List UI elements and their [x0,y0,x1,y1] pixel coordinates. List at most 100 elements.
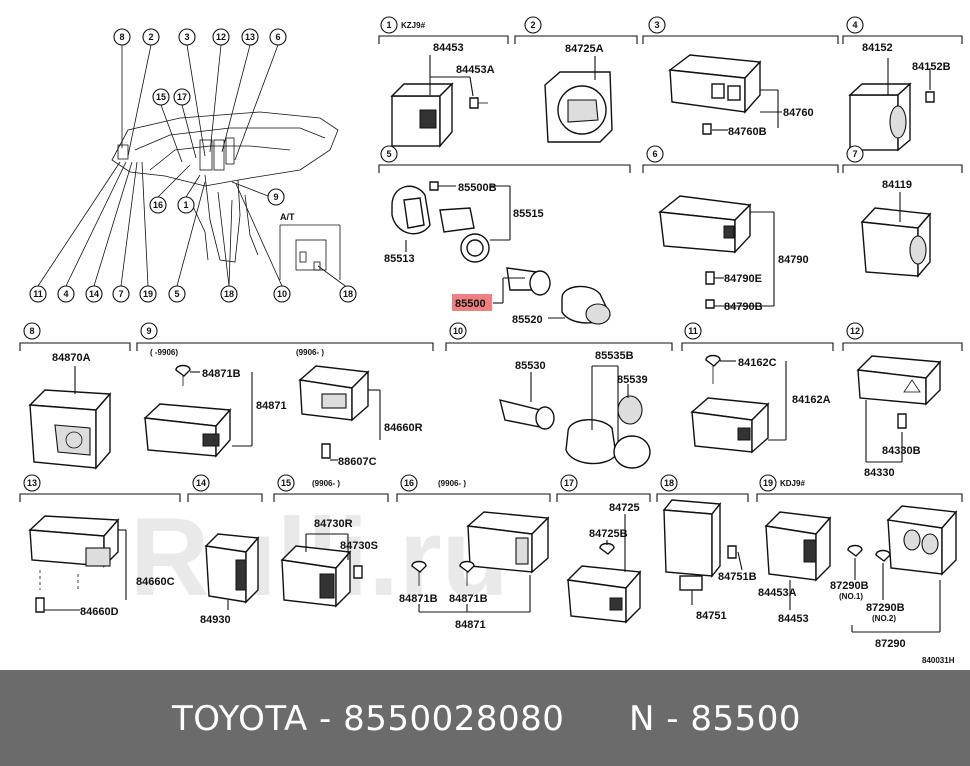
section-note: (9906- ) [312,479,340,488]
section-16: 16 (9906- ) 84871B 84871B 84871 [396,474,551,631]
section-note: (9906- ) [296,348,324,357]
callout: 18 [224,289,234,299]
section-17: 17 84725 84725B [556,474,651,624]
section-number: 10 [453,326,463,336]
section-number: 16 [404,478,414,488]
callout: 1 [183,200,188,210]
part-label: 84871 [256,400,287,412]
part-label: 84725A [565,43,604,55]
callout: 5 [174,289,179,299]
section-14: 14 84930 [187,474,263,626]
callout: 7 [118,289,123,299]
section-11: 11 84162C 84162A [681,322,834,454]
footer-bar: TOYOTA - 8550028080 N - 85500 [0,670,970,766]
part-label: 84870A [52,352,91,364]
part-label: 87290 [875,638,906,650]
section-1: 1 KZJ9# 84453 84453A [378,16,509,148]
overview-callouts: 8 2 3 12 13 6 15 17 16 1 9 11 4 14 7 19 … [29,28,357,303]
section-number: 14 [196,478,206,488]
section-number: 8 [29,326,34,336]
part-label: 88607C [338,456,377,468]
part-label: 84751 [696,610,727,622]
callout: 6 [275,32,280,42]
part-label: 84453A [758,587,797,599]
diagram-code: 840031H [922,656,955,665]
section-number: 12 [850,326,860,336]
part-label: 84730S [340,540,378,552]
section-number: 18 [664,478,674,488]
section-8: 8 84870A [19,322,131,470]
callout: 10 [277,289,287,299]
part-label: 85515 [513,208,544,220]
part-label: 84871B [399,593,438,605]
section-number: 9 [146,326,151,336]
part-label: 84660C [136,576,175,588]
part-label: 84330B [882,445,921,457]
part-note: (NO.1) [839,592,863,601]
section-number: 11 [688,326,698,336]
section-number: 2 [530,20,535,30]
callout: 14 [89,289,99,299]
callout: 11 [33,289,43,299]
section-number: 6 [652,149,657,159]
callout: 16 [153,200,163,210]
part-label: 84725 [609,502,640,514]
part-label: 85539 [617,374,648,386]
part-label: 84162A [792,394,831,406]
section-note: KZJ9# [401,21,426,30]
section-12: 12 84330B 84330 [842,322,963,479]
part-label: 84453 [778,613,809,625]
part-label: 84330 [864,467,895,479]
callout: 18 [343,289,353,299]
callout: 8 [119,32,124,42]
part-label: 85520 [512,314,543,326]
part-label: 84790E [724,273,762,285]
callout: 2 [148,32,153,42]
part-label: 84730R [314,518,353,530]
section-number: 13 [27,478,37,488]
section-note: ( -9906) [150,348,178,357]
highlighted-part-label[interactable]: 85500 [455,298,486,310]
overview-dashboard: A/T [37,44,349,289]
section-number: 4 [852,20,857,30]
callout: 12 [216,32,226,42]
part-label: 85500B [458,182,497,194]
section-note: (9906- ) [438,479,466,488]
part-label: 84790B [724,301,763,313]
parts-diagram: Rulli.ru [19,16,963,665]
part-label: 84760B [728,126,767,138]
section-number: 1 [386,20,391,30]
section-13: 13 84660C 84660D [19,474,181,618]
part-label: 84790 [778,254,809,266]
part-label: 84871 [455,619,486,631]
part-label: 84725B [589,528,628,540]
section-4: 4 84152 84152B [842,16,963,152]
section-15: 15 (9906- ) 84730R 84730S [273,474,389,608]
part-label: 84152B [912,61,951,73]
part-label: 84119 [882,179,912,191]
part-label: 85535B [595,350,634,362]
section-9: 9 ( -9906) (9906- ) 84871B 84871 84660R … [136,322,434,468]
part-label: 84660D [80,606,119,618]
callout: 15 [156,92,166,102]
part-label: 84760 [783,107,814,119]
section-number: 19 [763,478,773,488]
part-label: 84453A [456,64,495,76]
section-note: KDJ9# [780,479,805,488]
at-label: A/T [280,212,295,222]
callout: 3 [184,32,189,42]
footer-part-number: TOYOTA - 8550028080 [172,699,565,739]
part-label: 84871B [202,368,241,380]
section-3: 3 84760 84760B [642,16,839,138]
part-label: 85513 [384,253,415,265]
part-label: 84152 [862,42,893,54]
section-2: 2 84725A [514,16,638,143]
section-number: 3 [654,20,659,30]
section-6: 6 84790 84790E 84790B [642,145,839,313]
section-19: 19 KDJ9# 84453A 84453 87290B (NO.1) 8729… [756,474,963,650]
part-label: 87290B [830,580,869,592]
part-label: 84453 [433,42,464,54]
part-label: 84871B [449,593,488,605]
callout: 4 [63,289,68,299]
